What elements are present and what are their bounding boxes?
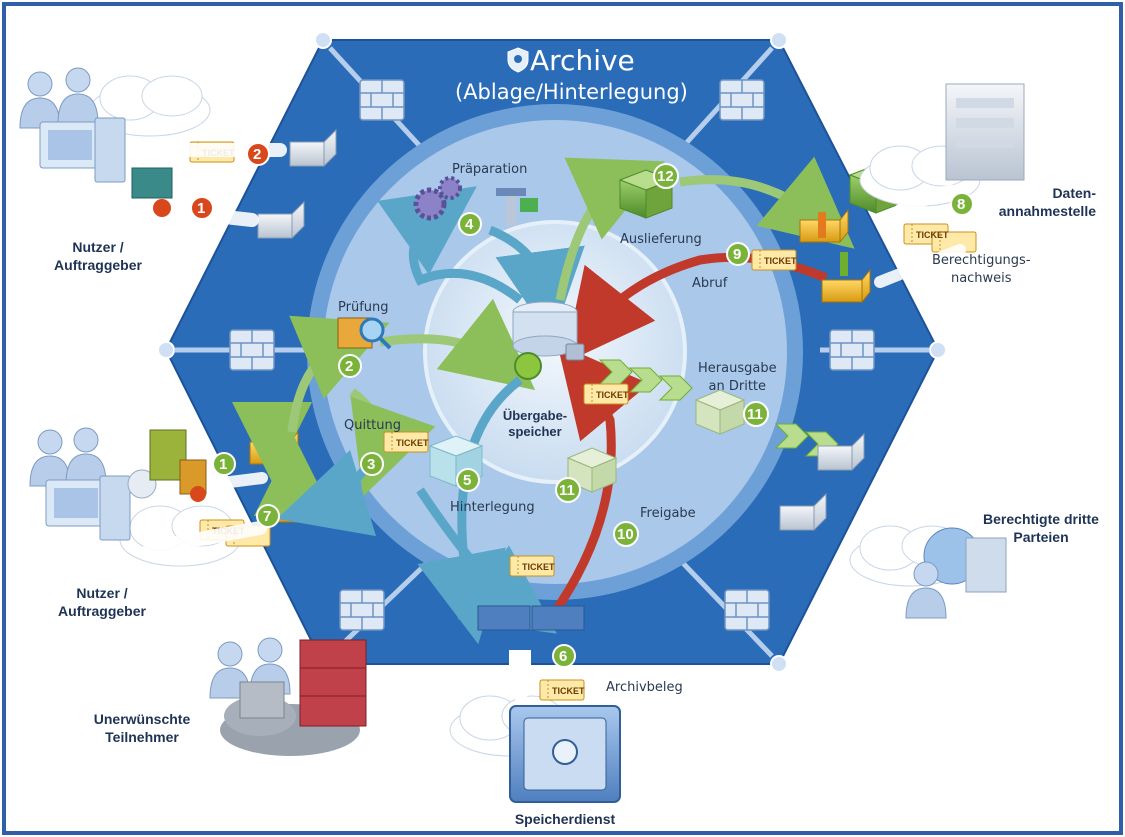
svg-text:TICKET: TICKET xyxy=(764,256,797,266)
svg-text:1: 1 xyxy=(219,456,227,473)
authorization-label: Berechtigungs-nachweis xyxy=(932,253,1031,286)
delivery-label: Auslieferung xyxy=(620,232,702,247)
svg-text:12: 12 xyxy=(657,168,674,185)
svg-text:11: 11 xyxy=(559,482,575,499)
svg-text:TICKET: TICKET xyxy=(522,562,555,572)
data-acceptance-server-icon xyxy=(859,83,1025,207)
deposit-label: Hinterlegung xyxy=(450,500,535,515)
step-badge-3: 3 xyxy=(360,452,384,476)
svg-text:TICKET: TICKET xyxy=(552,686,585,696)
handover-store-label: Übergabe-speicher xyxy=(502,408,568,439)
preparation-label: Präparation xyxy=(452,162,528,177)
user-top-icon xyxy=(19,67,211,183)
third-party-chevrons xyxy=(598,359,839,457)
preparation-gears-icon xyxy=(413,176,538,226)
svg-text:2: 2 xyxy=(345,358,353,375)
step-badge-11-third: 11 xyxy=(743,401,769,427)
svg-text:7: 7 xyxy=(263,508,271,525)
handover-store-icon xyxy=(512,301,585,380)
step-badge-2: 2 xyxy=(338,354,362,378)
user-top-label: Nutzer /Auftraggeber xyxy=(54,239,142,273)
receipt-label: Quittung xyxy=(344,418,402,433)
svg-text:5: 5 xyxy=(463,472,471,489)
acceptance-inbox-tray-icon xyxy=(821,252,871,303)
user-top-send-arrow xyxy=(173,205,259,227)
archive-shield-icon xyxy=(507,47,529,73)
user-top-box-icon xyxy=(131,167,173,217)
step-badge-6: 6 xyxy=(552,644,576,668)
storage-service-label: Speicherdienst xyxy=(514,811,616,827)
svg-text:4: 4 xyxy=(465,216,474,233)
hexagon-corner-nodes xyxy=(157,31,947,673)
svg-text:9: 9 xyxy=(733,246,741,263)
third-party-box-icon xyxy=(695,389,745,435)
release-ticket-icon: TICKET xyxy=(583,383,629,405)
svg-text:TICKET: TICKET xyxy=(396,438,429,448)
svg-text:8: 8 xyxy=(957,196,965,213)
archive-subtitle: (Ablage/Hinterlegung) xyxy=(455,80,688,104)
archive-receipt-label: Archivbeleg xyxy=(606,680,683,695)
receipt-ticket-icon: TICKET xyxy=(383,431,429,453)
deposit-box-icon xyxy=(428,435,484,487)
svg-text:6: 6 xyxy=(559,648,567,665)
archive-title: Archive xyxy=(530,44,635,77)
svg-text:1: 1 xyxy=(197,200,205,217)
step-badge-11-release: 11 xyxy=(555,477,581,503)
user-bottom-receive-arrow xyxy=(143,521,267,555)
step-badge-red-1: 1 xyxy=(190,196,214,220)
svg-text:TICKET: TICKET xyxy=(916,230,949,240)
step-badge-7: 7 xyxy=(256,504,280,528)
step-badges: 1 2 1 2 3 4 5 6 7 8 9 10 11 11 12 xyxy=(190,142,974,668)
check-magnifier-icon xyxy=(337,317,392,350)
step-badge-12: 12 xyxy=(653,163,679,189)
authorization-arrow xyxy=(874,244,966,288)
acceptance-arrow xyxy=(894,184,956,216)
step-badge-10: 10 xyxy=(613,521,639,547)
user-bottom-icon xyxy=(29,427,241,567)
check-label: Prüfung xyxy=(338,300,389,315)
svg-text:3: 3 xyxy=(367,456,375,473)
svg-text:TICKET: TICKET xyxy=(596,390,629,400)
archive-receipt-ticket-icon: TICKET xyxy=(539,679,585,701)
third-parties-icon xyxy=(849,501,1007,619)
svg-text:10: 10 xyxy=(617,526,634,543)
step-badge-4: 4 xyxy=(458,212,482,236)
deposit-ticket-icon: TICKET xyxy=(509,555,555,577)
step-badge-5: 5 xyxy=(456,468,480,492)
user-bottom-send-arrow xyxy=(208,472,268,490)
step-badge-red-2: 2 xyxy=(246,142,270,166)
storage-trays-icon xyxy=(477,605,585,631)
acceptance-outbox-tray-icon xyxy=(799,209,849,243)
release-label: Freigabe xyxy=(640,506,696,521)
storage-safe-icon xyxy=(449,650,621,803)
step-badge-8: 8 xyxy=(950,192,974,216)
user-bottom-label: Nutzer /Auftraggeber xyxy=(58,585,146,619)
step-badge-1: 1 xyxy=(212,452,236,476)
data-acceptance-label: Daten-annahmestelle xyxy=(998,185,1096,219)
svg-text:2: 2 xyxy=(253,146,261,163)
unwanted-participants-icon xyxy=(209,637,367,756)
retrieval-tickets-icon: TICKET xyxy=(751,249,797,271)
step-badge-9: 9 xyxy=(726,242,750,266)
retrieval-label: Abruf xyxy=(692,276,728,291)
svg-text:11: 11 xyxy=(747,406,763,423)
acceptance-tickets-icon: TICKET xyxy=(903,223,977,253)
